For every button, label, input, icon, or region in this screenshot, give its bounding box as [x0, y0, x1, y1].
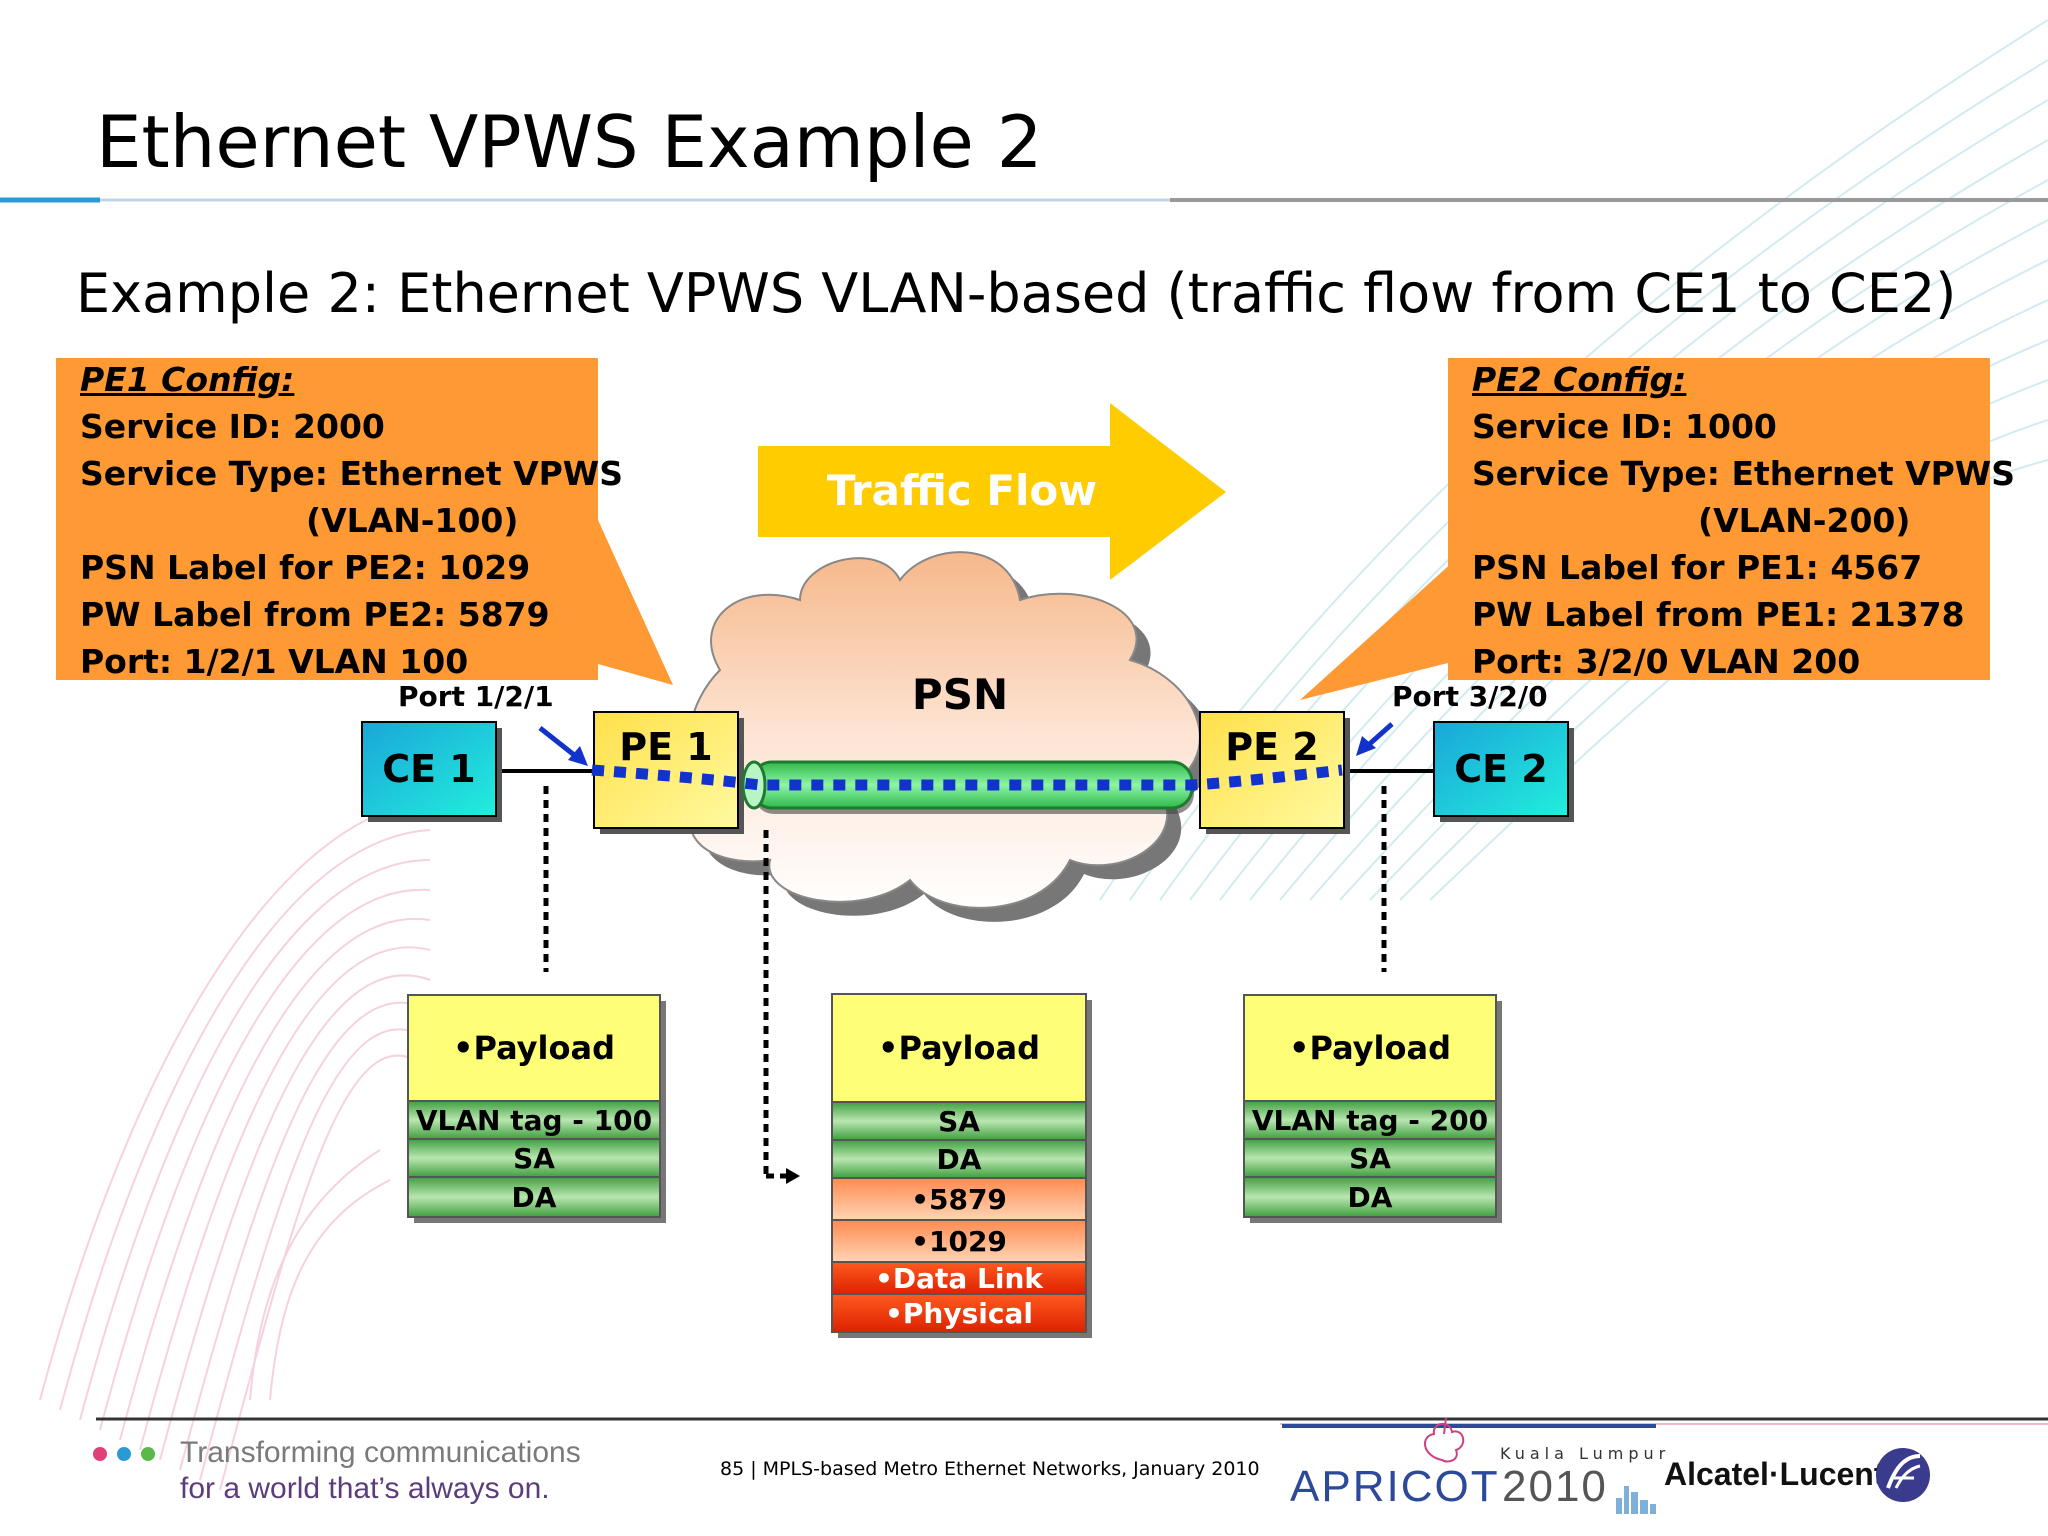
pe2-pw-label: PW Label from PE1: 21378	[1472, 595, 1965, 634]
traffic-flow-arrow	[758, 403, 1226, 580]
right-sa: SA	[1349, 1141, 1391, 1175]
ce2-label: CE 2	[1454, 747, 1548, 791]
pe2-psn-label: PSN Label for PE1: 4567	[1472, 548, 1923, 587]
right-payload: •Payload	[1289, 1029, 1451, 1067]
middle-physical: •Physical	[885, 1296, 1033, 1330]
port-label-right: Port 3/2/0	[1392, 680, 1548, 713]
psn-label: PSN	[911, 670, 1009, 719]
pe1-service-type: Service Type: Ethernet VPWS	[80, 454, 623, 493]
middle-sa: SA	[938, 1104, 980, 1138]
page-title: Ethernet VPWS Example 2	[96, 100, 1043, 184]
pe2-vlan: (VLAN-200)	[1698, 501, 1911, 540]
ce1-label: CE 1	[382, 747, 476, 791]
pe1-vlan: (VLAN-100)	[306, 501, 519, 540]
pe1-service-id: Service ID: 2000	[80, 407, 385, 446]
apricot-city: Kuala Lumpur	[1500, 1444, 1671, 1463]
middle-data-link: •Data Link	[874, 1261, 1044, 1295]
port-arrow-right	[1356, 722, 1394, 756]
port-arrow-left	[538, 726, 588, 766]
ce1-box	[361, 721, 497, 817]
tagline-line1: Transforming communications	[180, 1436, 581, 1469]
pe1-config-heading: PE1 Config:	[80, 360, 295, 399]
tagline-line2: for a world that’s always on.	[180, 1472, 550, 1505]
pe2-config-callout	[1300, 358, 1990, 700]
psn-cloud	[688, 551, 1214, 922]
diagram-subtitle: Example 2: Ethernet VPWS VLAN-based (tra…	[76, 262, 1957, 325]
right-da: DA	[1347, 1180, 1393, 1214]
middle-psn-label: •1029	[911, 1224, 1007, 1258]
pe1-port: Port: 1/2/1 VLAN 100	[80, 642, 469, 681]
pseudowire-path	[591, 764, 1343, 791]
pe2-service-id: Service ID: 1000	[1472, 407, 1777, 446]
port-label-left: Port 1/2/1	[398, 680, 554, 713]
apricot-year: 2010	[1502, 1462, 1608, 1511]
pe1-psn-label: PSN Label for PE2: 1029	[80, 548, 531, 587]
traffic-flow-label: Traffic Flow	[826, 466, 1098, 515]
pe2-port: Port: 3/2/0 VLAN 200	[1472, 642, 1861, 681]
right-vlan-tag: VLAN tag - 200	[1251, 1103, 1489, 1137]
middle-pw-label: •5879	[911, 1182, 1007, 1216]
dots-logo-icon	[93, 1447, 155, 1461]
left-payload: •Payload	[453, 1029, 615, 1067]
middle-stack-connector	[763, 830, 800, 1184]
middle-da: DA	[936, 1142, 982, 1176]
pe1-label: PE 1	[619, 725, 713, 769]
brand-name: Alcatel·Lucent	[1664, 1456, 1885, 1492]
pe1-pw-label: PW Label from PE2: 5879	[80, 595, 550, 634]
pe1-config: PE1 Config: Service ID: 2000 Service Typ…	[80, 356, 623, 685]
apricot-flower-icon	[1424, 1417, 1465, 1463]
pe2-config-heading: PE2 Config:	[1472, 360, 1687, 399]
title-rule	[0, 197, 2048, 203]
middle-payload: •Payload	[878, 1029, 1040, 1067]
left-vlan-tag: VLAN tag - 100	[415, 1103, 653, 1137]
apricot-word: APRICOT	[1290, 1462, 1500, 1511]
pe1-config-callout	[56, 358, 673, 685]
left-da: DA	[511, 1180, 557, 1214]
city-skyline-icon	[1616, 1486, 1656, 1514]
pe2-service-type: Service Type: Ethernet VPWS	[1472, 454, 2015, 493]
left-sa: SA	[513, 1141, 555, 1175]
pe2-label: PE 2	[1225, 725, 1319, 769]
pe2-config: PE2 Config: Service ID: 1000 Service Typ…	[1472, 356, 2015, 685]
ce2-box	[1433, 721, 1569, 817]
slide-info: 85 | MPLS-based Metro Ethernet Networks,…	[720, 1458, 1260, 1480]
alcatel-lucent-logo-icon	[1876, 1448, 1930, 1502]
